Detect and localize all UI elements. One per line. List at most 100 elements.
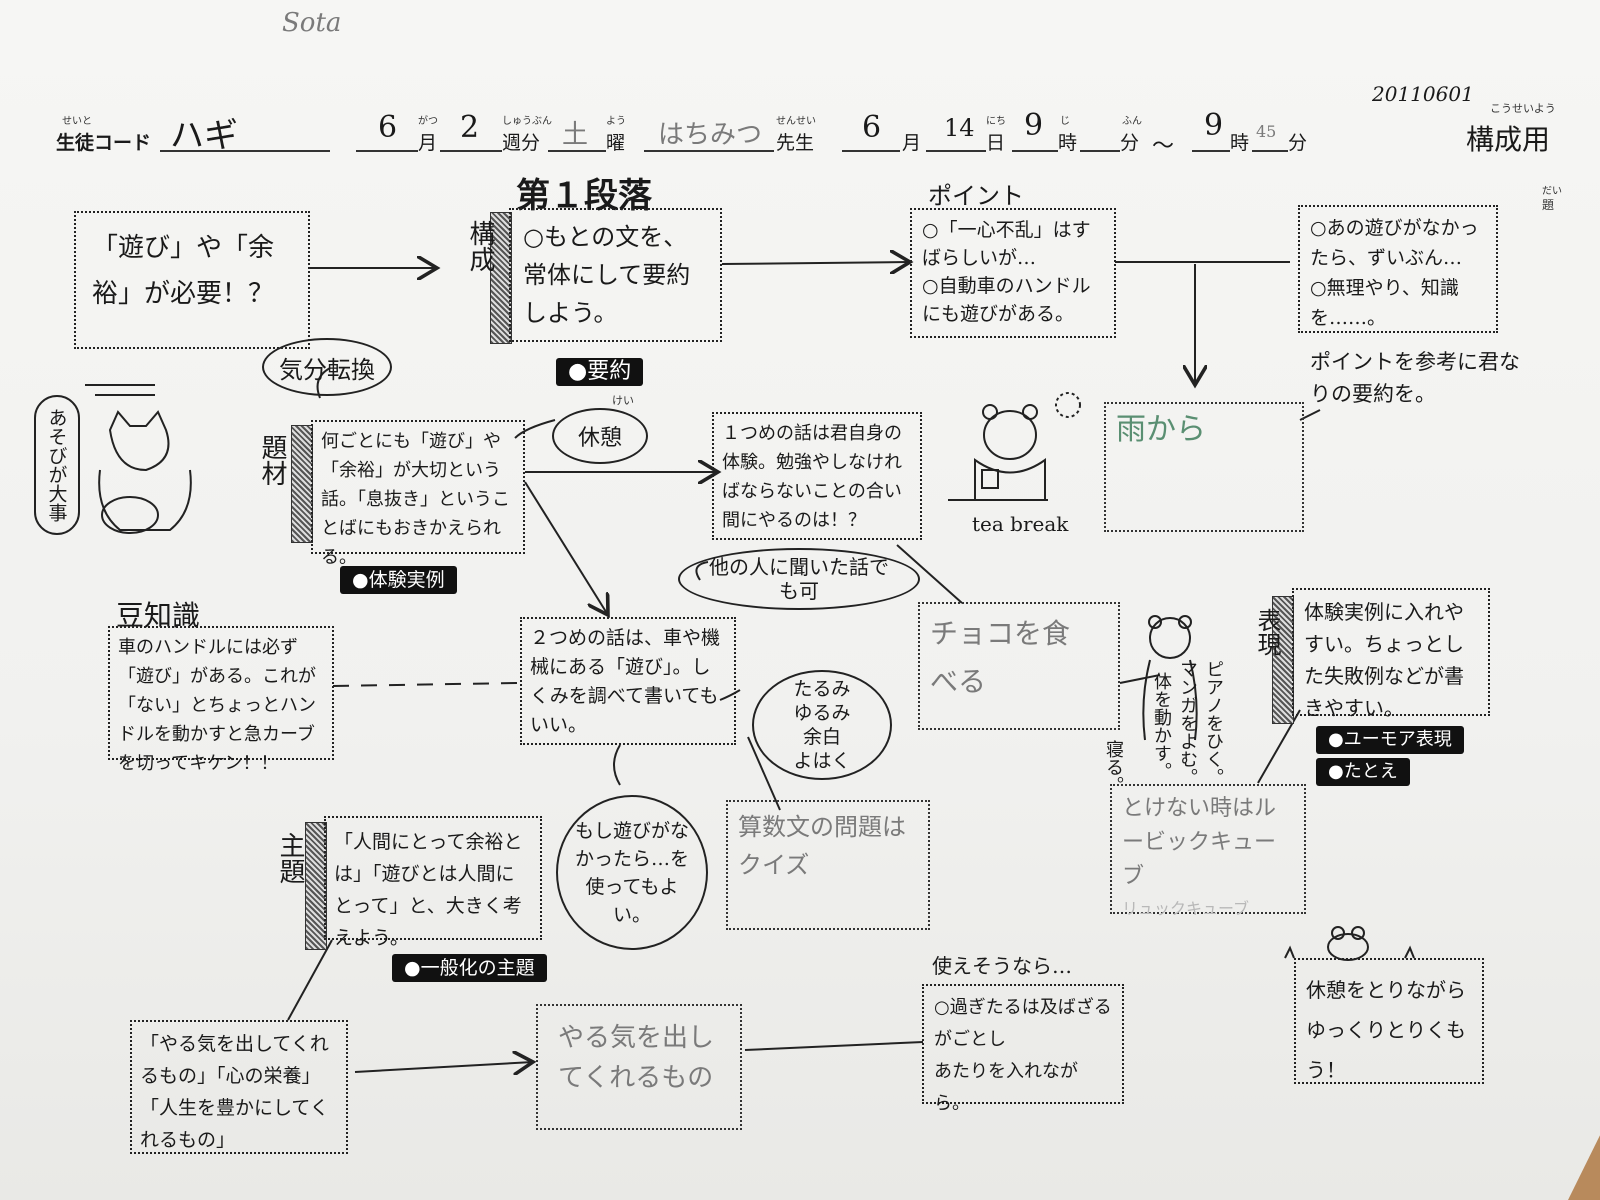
shudai-box: 「人間にとって余裕とは」「遊びとは人間にとって」と、大きく考えよう。: [324, 816, 542, 949]
daizai-tab: 題材: [257, 434, 287, 486]
right-top-box: ○あの遊びがなかったら、ずいぶん… ○無理やり、知識を……。: [1298, 205, 1498, 333]
asobi-speech: あそびが大事: [34, 395, 80, 535]
humor-label: ●ユーモア表現: [1316, 726, 1464, 754]
form-title: 構成用: [1466, 123, 1551, 156]
student-box-rubik-text: とけない時はルービックキューブ: [1122, 796, 1277, 889]
teacher-label: 先生: [776, 132, 815, 154]
tilde: ～: [1152, 134, 1175, 159]
date-month-value[interactable]: 6: [862, 110, 882, 145]
start-minute-label: 分: [1120, 132, 1140, 154]
title-box: 「遊び」や「余裕」が必要！？: [74, 211, 310, 349]
point-title: ポイント: [928, 182, 1024, 210]
student-box-yaruki: やる気を出してくれるもの: [536, 1004, 742, 1130]
teacher-ruby: せんせい: [776, 116, 816, 127]
date-month-label: 月: [902, 132, 922, 154]
trivia-box: 車のハンドルには必ず「遊び」がある。これが「ない」とちょっとハンドルを動かすと急…: [108, 626, 334, 774]
asobi-vertical: あそびが大事: [45, 408, 68, 522]
line-daizai-to-kyuukei: [514, 419, 556, 439]
bear-drawing-right: [1142, 615, 1198, 741]
student-box-sansuu: 算数文の問題はクイズ: [726, 800, 930, 930]
youyaku-label: ●要約: [556, 358, 644, 386]
student-code-label: 生徒コード: [56, 132, 152, 154]
arrow-kousei-to-point: [721, 262, 910, 264]
start-hour-label: 時: [1058, 132, 1078, 154]
student-box-1-text: 雨から: [1116, 412, 1206, 447]
month-value[interactable]: 6: [378, 110, 398, 145]
move-text: 体を動かす。: [1151, 672, 1172, 780]
date-stamp: 20110601: [1372, 82, 1474, 106]
shudai-tab: 主題: [275, 832, 305, 884]
point-box: ○「一心不乱」はすばらしいが… ○自動車のハンドルにも遊びがある。: [910, 208, 1116, 338]
hyougen-tab: 表現: [1253, 608, 1281, 656]
line-story1-to-choco: [896, 544, 963, 604]
kibun-cloud: 気分転換: [262, 338, 392, 396]
line-shudai-to-bottom: [287, 939, 333, 1021]
line-choco-to-bear: [1119, 674, 1161, 684]
student-box-1: 雨から: [1104, 402, 1304, 532]
date-day-value[interactable]: 14: [944, 114, 975, 142]
shudai-tab-bar: [305, 822, 327, 950]
month-ruby: がつ: [418, 116, 438, 127]
side-label: 題: [1542, 198, 1555, 212]
student-box-choco: チョコを食べる: [918, 602, 1120, 730]
ippanka-label: ●一般化の主題: [392, 954, 547, 982]
other-people-cloud: 他の人に聞いた話でも可: [678, 548, 920, 610]
line-story2-to-tarumi: [719, 689, 741, 701]
piano-text: ピアノをひく。: [1203, 660, 1224, 786]
point-hint: ポイントを参考に君なりの要約を。: [1310, 350, 1520, 406]
weekday-value[interactable]: 土: [562, 120, 589, 150]
line-story2-to-sansuu: [747, 736, 781, 811]
week-label: 週分: [502, 132, 541, 154]
side-ruby: だい: [1542, 186, 1562, 197]
end-minute-value[interactable]: 45: [1256, 122, 1277, 141]
end-minute-label: 分: [1288, 132, 1308, 154]
week-ruby: しゅうぶん: [502, 116, 552, 127]
form-title-ruby: こうせいよう: [1490, 102, 1556, 115]
if-usable-title: 使えそうなら…: [932, 954, 1072, 978]
story2-box: ２つめの話は、車や機械にある「遊び」。しくみを調べて書いてもいい。: [520, 617, 736, 745]
story1-box: １つめの話は君自身の体験。勉強やしなければならないことの合い間にやるのは！？: [712, 412, 922, 540]
kousei-tab-bar: [490, 212, 512, 344]
week-value[interactable]: 2: [460, 110, 480, 145]
student-box-rubik-faint: リュックキューブ: [1122, 899, 1250, 918]
daizai-tab-bar: [291, 425, 313, 543]
kyuukei-cloud: 休憩: [552, 408, 648, 464]
start-hour-value[interactable]: 9: [1024, 108, 1044, 143]
frog-drawing: [1284, 926, 1415, 961]
end-hour-value[interactable]: 9: [1204, 108, 1224, 143]
date-day-ruby: にち: [986, 116, 1006, 127]
hyougen-box: 体験実例に入れやすい。ちょっとした失敗例などが書きやすい。: [1292, 588, 1490, 720]
dashed-trivia-link: [332, 682, 519, 687]
tarumi-cloud: たるみ ゆるみ 余白 よはく: [752, 670, 892, 780]
student-box-sansuu-text: 算数文の問題はクイズ: [738, 813, 906, 879]
end-hour-label: 時: [1230, 132, 1250, 154]
student-box-choco-text: チョコを食べる: [930, 617, 1071, 698]
sugitaru-box: ○過ぎたるは及ばざるがごとし あたりを入れながら。: [922, 984, 1124, 1114]
moshi-cloud: もし遊びがなかったら…を使ってもよい。: [556, 795, 708, 950]
minute-ruby: ふん: [1122, 116, 1142, 127]
arrow-to-yaruki: [354, 1062, 533, 1072]
kyuukei-ruby: けい: [612, 394, 634, 407]
arrow-to-story2: [524, 481, 608, 615]
tatoe-label: ●たとえ: [1316, 758, 1410, 786]
month-label: 月: [418, 132, 438, 154]
taiken-label: ●体験実例: [340, 566, 457, 594]
student-box-yaruki-text: やる気を出してくれるもの: [558, 1023, 715, 1093]
cat-drawing: [85, 384, 192, 534]
bear-tea-drawing: [948, 392, 1081, 501]
sleep-text: 寝る。: [1103, 740, 1124, 794]
manga-text: マンガをよむ。: [1177, 660, 1198, 786]
teacher-value[interactable]: はちみつ: [658, 120, 763, 150]
student-code-value[interactable]: ハギ: [170, 116, 238, 156]
kousei-tab: 構成: [465, 220, 495, 272]
hour-ruby: じ: [1060, 116, 1070, 127]
line-story2-to-moshi: [613, 744, 621, 786]
weekday-label: 曜: [606, 132, 626, 154]
weekday-ruby: よう: [606, 116, 626, 127]
date-day-label: 日: [986, 132, 1006, 154]
student-box-rubik: とけない時はルービックキューブ リュックキューブ: [1110, 784, 1306, 918]
daizai-box: 何ごとにも「遊び」や「余裕」が大切という話。「息抜き」ということばにもおきかえら…: [311, 420, 525, 568]
kyuukei-box: 休憩をとりながらゆっくりとりくもう！: [1294, 958, 1484, 1084]
kousei-box: ○もとの文を、常体にして要約しよう。: [509, 208, 722, 342]
